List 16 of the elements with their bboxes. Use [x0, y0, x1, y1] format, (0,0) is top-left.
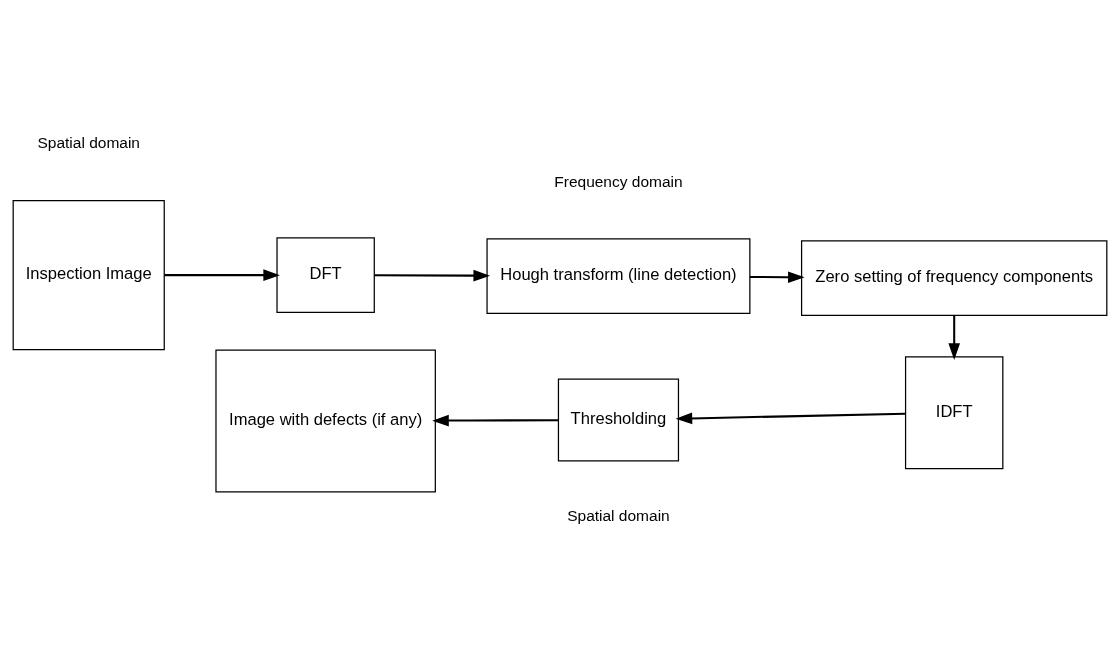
node-box: IDFT [904, 356, 1004, 470]
arrow [948, 315, 960, 360]
arrow [749, 271, 805, 283]
node-box: Image with defects (if any) [215, 349, 436, 493]
label: Spatial domain [37, 134, 140, 152]
arrow [374, 269, 491, 282]
label: Frequency domain [554, 172, 683, 190]
arrow [675, 412, 906, 425]
label: Spatial domain [567, 506, 670, 524]
node-box: DFT [276, 237, 375, 313]
node-box: Hough transform (line detection) [486, 238, 751, 315]
arrow [432, 414, 559, 427]
node-box: Thresholding [557, 378, 680, 462]
arrow [164, 269, 280, 281]
node-box: Inspection Image [12, 200, 165, 351]
node-box: Zero setting of frequency components [800, 240, 1108, 317]
